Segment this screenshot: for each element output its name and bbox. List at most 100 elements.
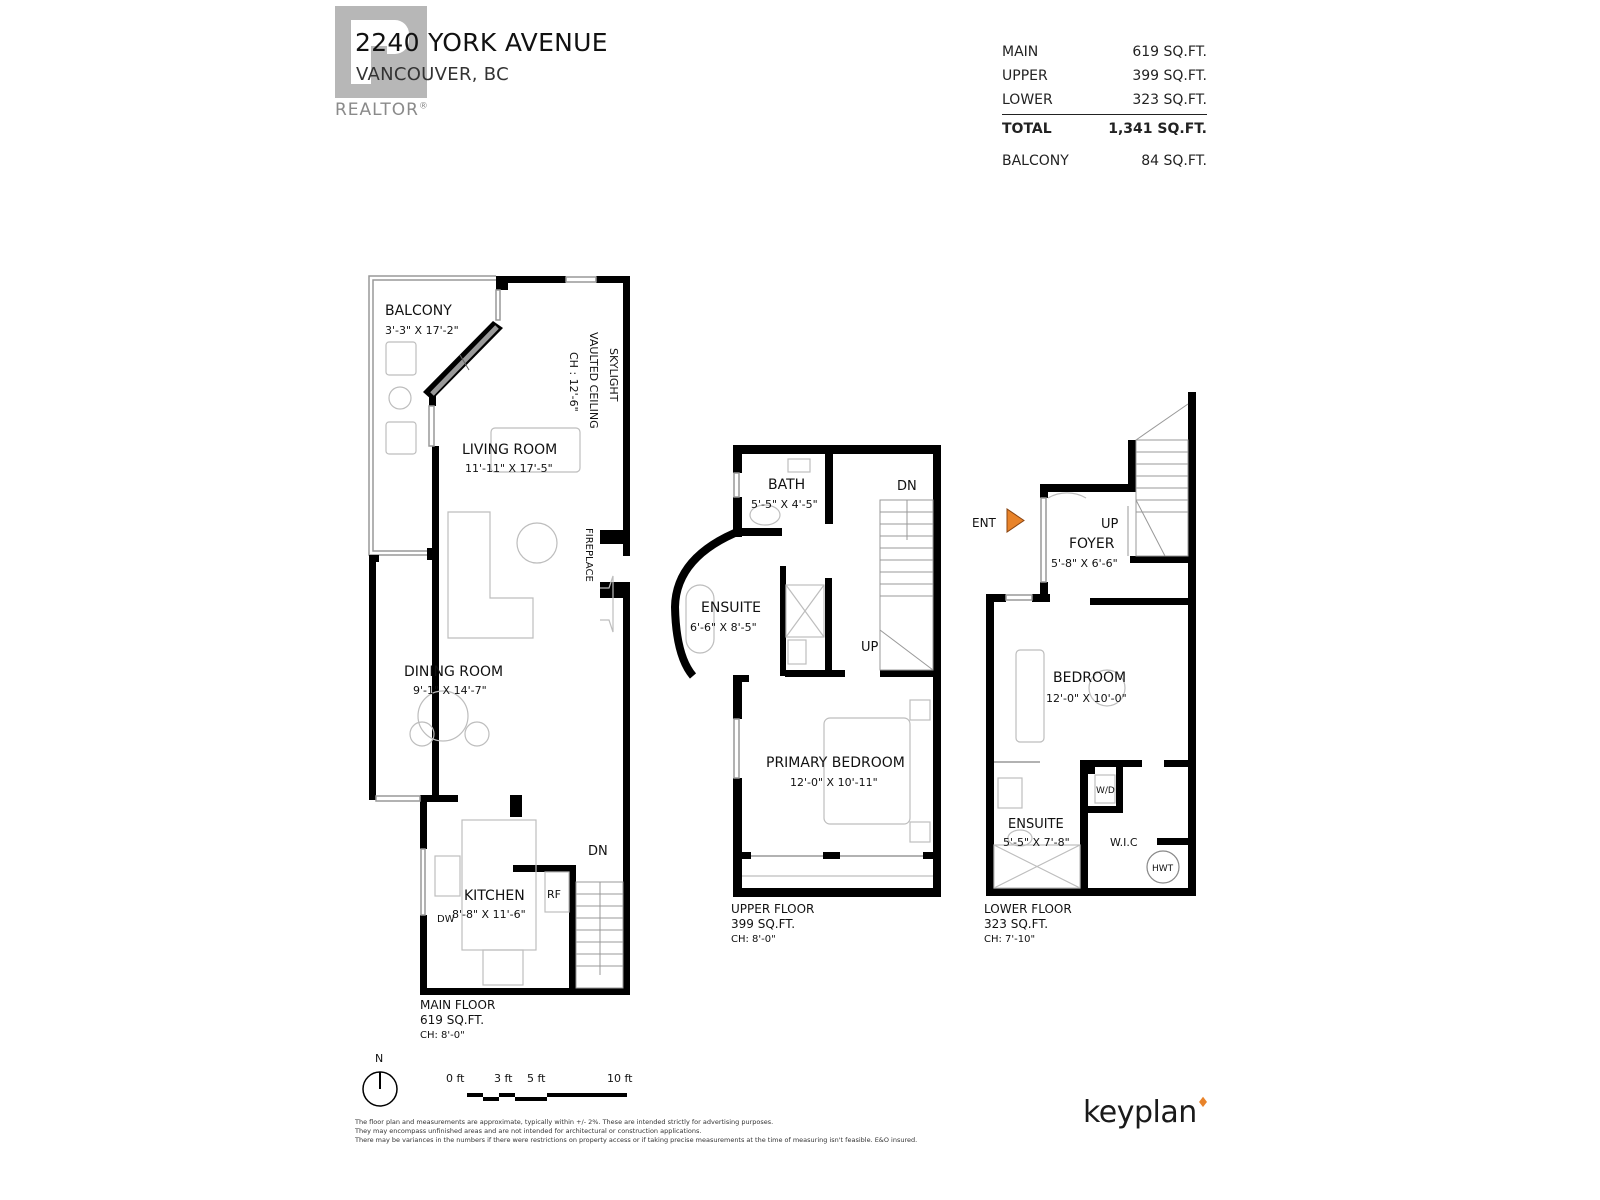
north-label: N <box>375 1052 383 1065</box>
floor-name-lower: LOWER FLOOR <box>984 902 1072 916</box>
main-floor-plan: BALCONY 3'-3" X 17'-2" LIVING ROOM 11'-1… <box>368 275 630 1041</box>
floor-ceiling-lower: CH: 7'-10" <box>984 934 1035 945</box>
room-dims-bedroom-lower: 12'-0" X 10'-0" <box>1046 692 1127 705</box>
balcony-area <box>368 275 496 556</box>
sink-icon <box>434 855 461 897</box>
property-address: 2240 YORK AVENUE <box>355 28 608 57</box>
ensuite-sink-icon <box>787 639 807 665</box>
windows-lower <box>994 497 1047 763</box>
furniture-main <box>385 341 614 986</box>
room-dims-bath: 5'-5" X 4'-5" <box>751 498 818 511</box>
room-label-bath: BATH <box>768 477 805 493</box>
windows-main <box>375 276 597 916</box>
furniture-upper <box>685 458 933 877</box>
curved-wall <box>670 526 744 679</box>
realtor-logo <box>335 6 427 98</box>
room-label-living: LIVING ROOM <box>462 442 557 458</box>
room-label-ensuite-upper: ENSUITE <box>701 600 761 616</box>
ensuite-sink-lower-icon <box>997 777 1023 809</box>
fridge-label: RF <box>547 888 561 901</box>
keyplan-logo: keyplan♦ <box>1083 1095 1209 1130</box>
fridge-icon <box>544 871 570 913</box>
balcony-chair-icon <box>385 421 417 455</box>
bath-sink-icon <box>787 458 811 473</box>
balcony-table-icon <box>388 386 412 410</box>
kitchen-island-icon <box>461 819 537 951</box>
washer-dryer-icon <box>1094 774 1116 804</box>
toilet-lower-icon <box>1007 829 1033 847</box>
windows-upper <box>733 472 923 857</box>
bedroom-sofa-icon <box>1015 649 1045 743</box>
room-label-balcony: BALCONY <box>385 303 452 319</box>
entry-door-swing <box>1047 492 1087 499</box>
dishwasher-label: DW <box>437 914 455 925</box>
room-dims-primary-bedroom: 12'-0" X 10'-11" <box>790 776 878 789</box>
sofa-icon <box>490 427 581 473</box>
washer-dryer-label: W/D <box>1096 786 1115 796</box>
nightstand-icon <box>909 699 931 721</box>
floor-ceiling-main: CH: 8'-0" <box>420 1030 465 1041</box>
room-dims-dining: 9'-1" X 14'-7" <box>413 684 487 697</box>
room-dims-foyer: 5'-8" X 6'-6" <box>1051 557 1118 570</box>
floor-name-upper: UPPER FLOOR <box>731 902 814 916</box>
realtor-logo-text: REALTOR® <box>335 100 429 120</box>
stairs-down-label: DN <box>588 844 608 859</box>
floor-name-main: MAIN FLOOR <box>420 998 495 1012</box>
room-label-bedroom-lower: BEDROOM <box>1053 670 1126 686</box>
balcony-chair-icon <box>385 341 417 376</box>
upper-floor-plan: BATH 5'-5" X 4'-5" ENSUITE 6'-6" X 8'-5"… <box>670 445 941 945</box>
stairs-upper <box>879 499 934 671</box>
dining-chair-icon <box>409 721 435 747</box>
floor-ceiling-upper: CH: 8'-0" <box>731 934 776 945</box>
angled-window <box>423 321 503 400</box>
vaulted-ceiling-note: VAULTED CEILING <box>587 332 600 429</box>
vaulted-ceiling-height: CH : 12'-6" <box>567 352 580 412</box>
keyplan-flame-icon: ♦ <box>1196 1095 1210 1111</box>
property-city: VANCOUVER, BC <box>356 64 509 85</box>
shower-lower-icon <box>993 844 1081 889</box>
stairs-up-label-upper: UP <box>861 640 879 655</box>
room-label-dining: DINING ROOM <box>404 664 503 680</box>
fireplace-icon <box>600 575 614 633</box>
hwt-label: HWT <box>1152 864 1174 874</box>
entry-arrow-icon <box>1006 508 1025 533</box>
room-label-ensuite-lower: ENSUITE <box>1008 817 1064 832</box>
walls-main <box>369 276 630 995</box>
floor-area-upper: 399 SQ.FT. <box>731 917 795 931</box>
dining-chair-icon <box>464 721 490 747</box>
coffee-table-icon <box>516 522 558 564</box>
bed-icon <box>823 717 911 825</box>
walls-upper <box>733 445 941 897</box>
bedroom-ottoman-icon <box>1088 669 1126 707</box>
bathtub-icon <box>685 584 715 654</box>
north-arrow: N <box>362 1052 398 1107</box>
stairs-up-label-lower: UP <box>1101 517 1119 532</box>
room-label-wic: W.I.C <box>1110 836 1138 849</box>
scale-5: 5 ft <box>527 1072 546 1085</box>
stove-icon <box>482 949 524 986</box>
skylight-note: SKYLIGHT <box>607 348 620 402</box>
disclaimer: The floor plan and measurements are appr… <box>355 1118 918 1144</box>
scale-bar: 0 ft 3 ft 5 ft 10 ft <box>446 1072 633 1101</box>
hot-water-tank-icon <box>1146 850 1180 884</box>
toilet-icon <box>749 504 781 526</box>
walls-lower <box>986 392 1196 896</box>
sectional-sofa-icon <box>447 511 534 639</box>
room-dims-kitchen: 8'-8" X 11'-6" <box>452 908 526 921</box>
scale-3: 3 ft <box>494 1072 513 1085</box>
lower-floor-plan: ENT UP FOYER 5'-8" X 6'-6" BEDROOM 12'-0… <box>972 392 1196 945</box>
fireplace-label: FIREPLACE <box>583 528 594 582</box>
stairs-lower <box>1127 403 1189 557</box>
stairs-main <box>575 881 624 989</box>
nightstand-icon <box>909 821 931 843</box>
entry-label: ENT <box>972 516 997 530</box>
scale-0: 0 ft <box>446 1072 465 1085</box>
room-dims-ensuite-lower: 5'-5" X 7'-8" <box>1003 836 1070 849</box>
room-dims-living: 11'-11" X 17'-5" <box>465 462 553 475</box>
